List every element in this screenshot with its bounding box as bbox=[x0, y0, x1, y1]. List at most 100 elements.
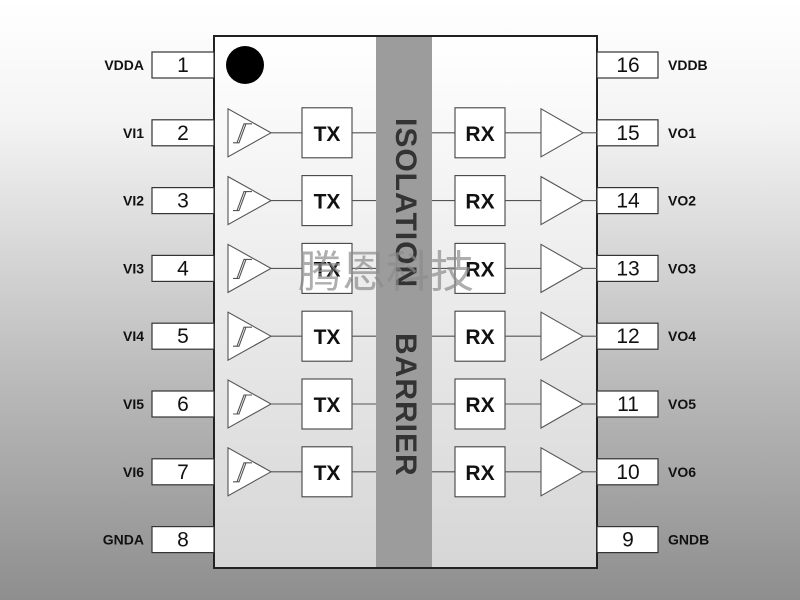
right-pin-14: 14 VO2 bbox=[596, 187, 696, 215]
pin-number: 8 bbox=[177, 529, 189, 552]
schmitt-trigger-icon bbox=[233, 462, 252, 483]
channel-5: TX RX bbox=[227, 378, 597, 430]
output-buffer-triangle bbox=[540, 175, 585, 226]
rx-block bbox=[454, 310, 506, 362]
pin-number: 5 bbox=[177, 325, 189, 348]
left-pin-1: 1 VDDA bbox=[104, 51, 215, 79]
tx-label: TX bbox=[314, 326, 341, 349]
pin-label: VI4 bbox=[123, 328, 144, 344]
pin-box bbox=[596, 254, 659, 282]
output-buffer-triangle bbox=[540, 243, 585, 294]
pin-label: VO4 bbox=[668, 328, 696, 344]
pin-number: 16 bbox=[616, 54, 639, 77]
pin-label: VI6 bbox=[123, 464, 144, 480]
pin-number: 12 bbox=[616, 325, 639, 348]
rx-label: RX bbox=[465, 191, 494, 214]
channel-2: TX RX bbox=[227, 175, 597, 227]
pin-label: VO6 bbox=[668, 464, 696, 480]
pin-box bbox=[151, 390, 215, 418]
watermark-text: 腾恩科技 bbox=[298, 247, 474, 298]
pin-label: VO2 bbox=[668, 193, 696, 209]
pin-label: VDDB bbox=[668, 57, 708, 73]
pin-box bbox=[596, 525, 659, 554]
pin-number: 10 bbox=[616, 461, 639, 484]
rx-label: RX bbox=[465, 394, 494, 417]
pin-number: 3 bbox=[177, 190, 189, 213]
schmitt-trigger-icon bbox=[233, 394, 252, 415]
pin-number: 7 bbox=[177, 461, 189, 484]
left-pin-5: 5 VI4 bbox=[123, 322, 215, 350]
right-pin-9: 9 GNDB bbox=[596, 525, 709, 554]
tx-label: TX bbox=[314, 462, 341, 485]
right-pin-16: 16 VDDB bbox=[596, 51, 708, 79]
pin-label: VI3 bbox=[123, 260, 144, 276]
input-buffer-triangle bbox=[227, 243, 273, 294]
pin-box bbox=[596, 322, 659, 350]
tx-block bbox=[301, 107, 353, 159]
rx-block bbox=[454, 242, 506, 294]
tx-block bbox=[301, 175, 353, 227]
pin-label: VDDA bbox=[104, 57, 144, 73]
pin-label: VI2 bbox=[123, 193, 144, 209]
pin-number: 13 bbox=[616, 257, 639, 280]
pin-box bbox=[151, 525, 215, 554]
pin-box bbox=[151, 51, 215, 79]
tx-label: TX bbox=[314, 123, 341, 146]
pin-label: VO5 bbox=[668, 396, 696, 412]
left-pin-3: 3 VI2 bbox=[123, 187, 215, 215]
pin-number: 2 bbox=[177, 122, 189, 145]
input-buffer-triangle bbox=[227, 379, 273, 429]
pin-box bbox=[596, 390, 659, 418]
pin-number: 15 bbox=[616, 122, 639, 145]
pin-box bbox=[151, 458, 215, 486]
input-buffer-triangle bbox=[227, 107, 273, 158]
channel-6: TX RX bbox=[227, 446, 597, 498]
pin-number: 9 bbox=[622, 529, 634, 552]
rx-block bbox=[454, 107, 506, 159]
right-pin-11: 11 VO5 bbox=[596, 390, 696, 418]
schmitt-trigger-icon bbox=[233, 123, 252, 144]
left-pin-4: 4 VI3 bbox=[123, 254, 215, 282]
pin-label: VI5 bbox=[123, 396, 144, 412]
schmitt-trigger-icon bbox=[233, 258, 252, 279]
pin-number: 11 bbox=[617, 393, 639, 416]
pin-box bbox=[151, 254, 215, 282]
channel-4: TX RX bbox=[227, 310, 597, 362]
schmitt-trigger-icon bbox=[233, 191, 252, 212]
tx-block bbox=[301, 242, 353, 294]
left-pin-2: 2 VI1 bbox=[123, 119, 215, 147]
pin-number: 4 bbox=[177, 257, 189, 280]
pin-label: VO3 bbox=[668, 260, 696, 276]
rx-block bbox=[454, 175, 506, 227]
rx-label: RX bbox=[465, 326, 494, 349]
output-buffer-triangle bbox=[540, 107, 585, 158]
right-pin-10: 10 VO6 bbox=[596, 458, 696, 486]
pin-box bbox=[596, 119, 659, 147]
tx-label: TX bbox=[314, 191, 341, 214]
rx-label: RX bbox=[465, 258, 494, 281]
input-buffer-triangle bbox=[227, 446, 273, 497]
rx-label: RX bbox=[465, 462, 494, 485]
input-buffer-triangle bbox=[227, 311, 273, 362]
right-pin-12: 12 VO4 bbox=[596, 322, 696, 350]
pin-box bbox=[151, 119, 215, 147]
output-buffer-triangle bbox=[540, 311, 585, 362]
pin-label: VI1 bbox=[123, 125, 144, 141]
barrier-label-isolation: ISOLATION bbox=[389, 118, 422, 288]
pin-box bbox=[596, 51, 659, 79]
tx-label: TX bbox=[314, 394, 341, 417]
right-pin-13: 13 VO3 bbox=[596, 254, 696, 282]
left-pin-7: 7 VI6 bbox=[123, 458, 215, 486]
output-buffer-triangle bbox=[540, 446, 585, 497]
tx-block bbox=[301, 310, 353, 362]
pin-number: 1 bbox=[177, 54, 189, 77]
pin-label: GNDB bbox=[668, 532, 709, 548]
isolation-barrier bbox=[376, 37, 432, 567]
pin-number: 14 bbox=[616, 190, 640, 213]
